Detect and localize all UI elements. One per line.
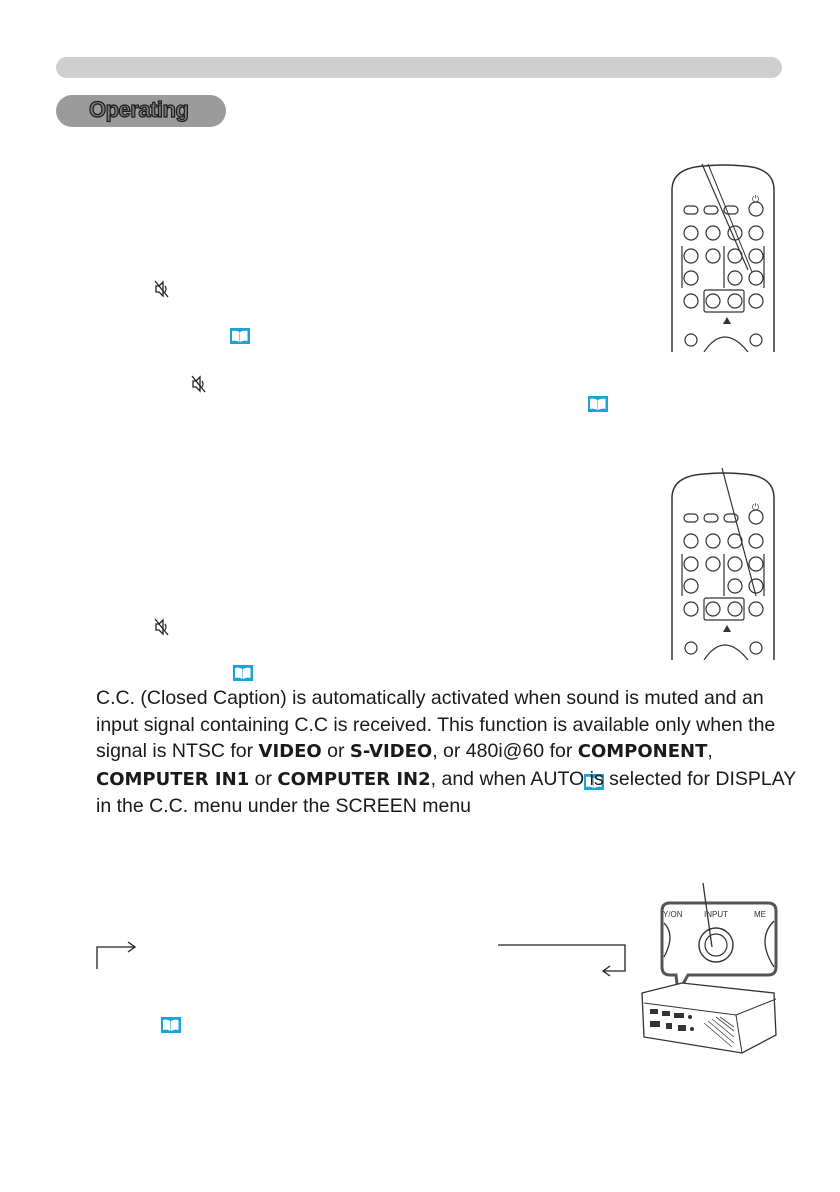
section-pill: Operating: [56, 95, 226, 127]
cc-text: ,: [707, 740, 713, 762]
remote-control-illustration: ⏻: [671, 163, 775, 352]
remote-control-illustration: ⏻: [671, 468, 775, 660]
reference-book-icon[interactable]: [583, 773, 605, 791]
cc-bold-svideo: S-VIDEO: [349, 741, 433, 762]
panel-label-menu: ME: [754, 910, 766, 919]
mute-icon: [154, 280, 169, 298]
panel-label-standby: Y/ON: [663, 910, 683, 919]
header-bar: [56, 57, 782, 78]
svg-text:⏻: ⏻: [752, 194, 759, 205]
cc-text: or: [249, 767, 278, 790]
cc-text: , and when AUTO is selected for DISPLAY …: [96, 767, 796, 818]
cc-bold-component: COMPONENT: [577, 741, 708, 762]
mute-icon: [191, 375, 206, 393]
cc-bold-video: VIDEO: [258, 741, 322, 762]
cc-bold-computer-in2: COMPUTER IN2: [277, 768, 431, 790]
cc-text: , or 480i@60 for: [432, 740, 578, 762]
closed-caption-paragraph: C.C. (Closed Caption) is automatically a…: [96, 685, 796, 820]
mute-icon: [154, 618, 169, 636]
cycle-arrow-left: [96, 941, 137, 969]
cc-bold-computer-in1: COMPUTER IN1: [96, 768, 250, 790]
section-title: Operating: [88, 96, 189, 122]
cycle-arrow-right: [498, 944, 626, 977]
cc-text: C.C. (Closed Caption) is automatically a…: [96, 687, 776, 762]
svg-text:⏻: ⏻: [752, 502, 759, 513]
projector-illustration: Y/ON INPUT ME: [641, 882, 778, 1054]
cc-text: or: [321, 740, 350, 762]
reference-book-icon[interactable]: [160, 1016, 182, 1034]
reference-book-icon[interactable]: [232, 664, 254, 682]
panel-label-input: INPUT: [704, 910, 728, 919]
reference-book-icon[interactable]: [229, 327, 251, 345]
reference-book-icon[interactable]: [587, 395, 609, 413]
